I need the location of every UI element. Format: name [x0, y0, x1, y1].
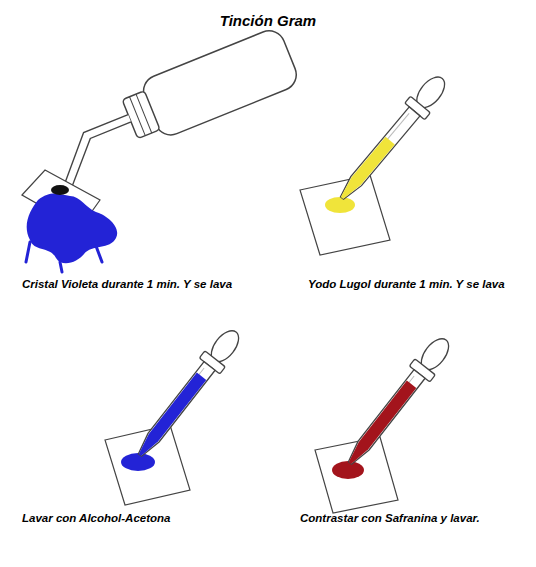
violet-splash: [27, 194, 118, 264]
diagram-title: Tinción Gram: [0, 12, 536, 29]
step-caption: Yodo Lugol durante 1 min. Y se lava: [308, 278, 505, 290]
lugol-step: [300, 70, 452, 255]
step-caption: Lavar con Alcohol-Acetona: [22, 512, 170, 524]
step-caption: Cristal Violeta durante 1 min. Y se lava: [22, 278, 232, 290]
alcohol-step: [105, 324, 246, 505]
wash-bottle: [22, 26, 306, 272]
step-caption: Contrastar con Safranina y lavar.: [300, 512, 480, 524]
safranin-step: [315, 332, 456, 513]
